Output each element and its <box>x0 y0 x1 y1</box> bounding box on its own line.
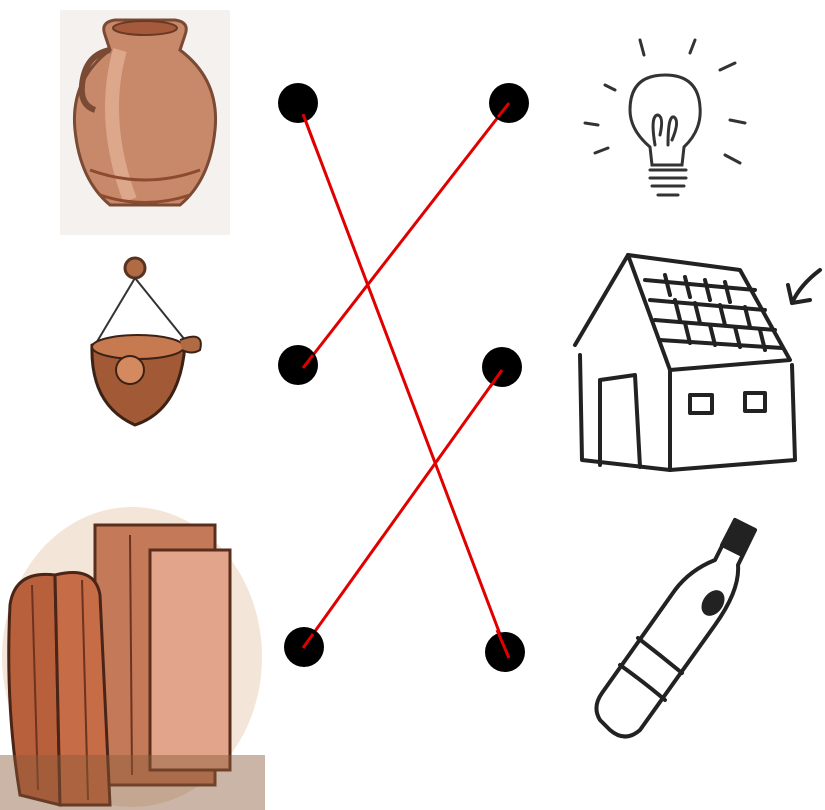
connection-line <box>303 103 509 368</box>
right-dot-2[interactable] <box>482 347 522 387</box>
connection-line <box>303 370 502 648</box>
left-dot-2[interactable] <box>278 345 318 385</box>
left-dot-1[interactable] <box>278 83 318 123</box>
connection-line <box>303 114 509 658</box>
